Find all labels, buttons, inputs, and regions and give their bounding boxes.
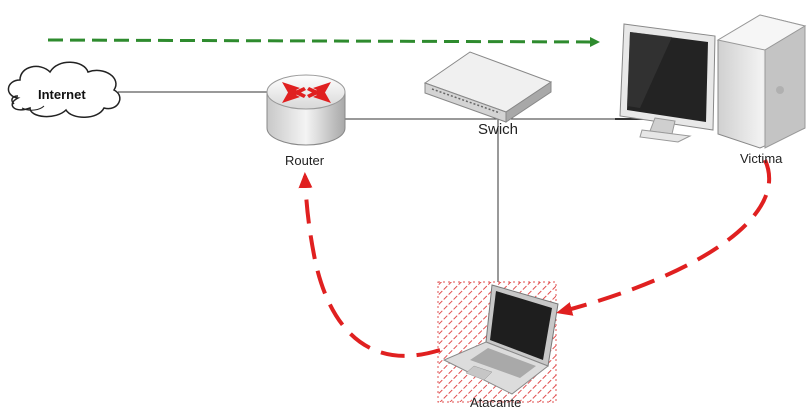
attacker-label: Atacante bbox=[470, 395, 522, 410]
normal-traffic-arrow bbox=[47, 36, 600, 47]
intercept-arrow-attacker-to-router bbox=[298, 172, 441, 358]
router-icon bbox=[266, 74, 346, 146]
intercept-arrow-victim-to-attacker bbox=[556, 159, 772, 316]
internet-label: Internet bbox=[38, 87, 86, 102]
router-label: Router bbox=[285, 153, 325, 168]
laptop-icon bbox=[437, 281, 559, 403]
switch-icon bbox=[423, 51, 553, 123]
victim-label: Victima bbox=[740, 151, 783, 166]
switch-label: Swich bbox=[478, 121, 519, 138]
network-links bbox=[118, 91, 700, 282]
cloud-icon bbox=[7, 61, 121, 118]
desktop-computer-icon bbox=[619, 14, 807, 149]
